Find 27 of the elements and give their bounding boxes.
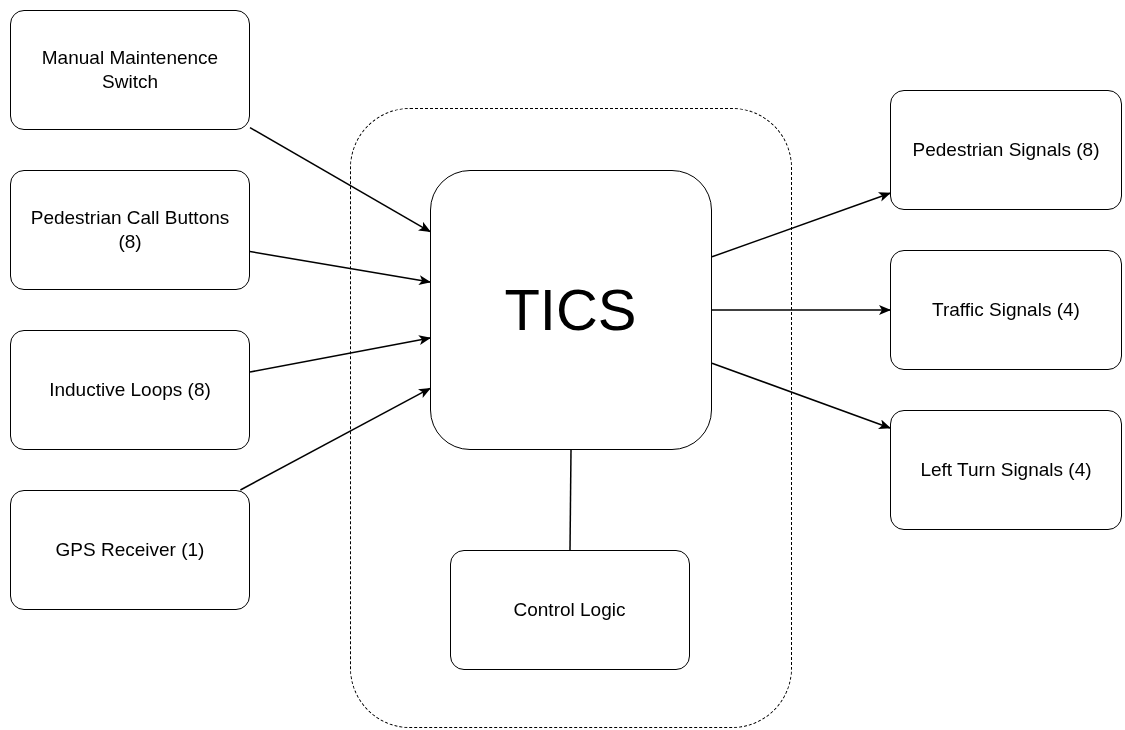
dashed-boundary-box bbox=[350, 108, 792, 728]
node-label: Manual Maintenence Switch bbox=[40, 46, 220, 94]
node-label: Inductive Loops (8) bbox=[48, 378, 212, 402]
process-box bbox=[890, 410, 1122, 530]
arrow bbox=[249, 250, 431, 286]
node-label: Left Turn Signals (4) bbox=[919, 458, 1093, 482]
node-label: Control Logic bbox=[512, 597, 627, 622]
arrow bbox=[239, 387, 431, 491]
node-label: Pedestrian Call Buttons (8) bbox=[29, 206, 231, 254]
arrow bbox=[711, 305, 891, 315]
process-box bbox=[10, 330, 250, 450]
arrow bbox=[711, 362, 891, 429]
arrow bbox=[711, 192, 891, 258]
process-box bbox=[10, 490, 250, 610]
arrow bbox=[249, 335, 431, 373]
arrow bbox=[249, 126, 431, 233]
node-label: Traffic Signals (4) bbox=[931, 298, 1081, 322]
node-label: TICS bbox=[503, 277, 638, 342]
process-box bbox=[10, 10, 250, 130]
process-box bbox=[890, 90, 1122, 210]
node-label: GPS Receiver (1) bbox=[54, 538, 206, 562]
process-box bbox=[449, 549, 690, 670]
connector-line bbox=[569, 449, 572, 551]
process-box bbox=[10, 170, 250, 290]
process-box bbox=[890, 250, 1122, 370]
system-box bbox=[429, 169, 712, 450]
node-label: Pedestrian Signals (8) bbox=[911, 138, 1101, 162]
